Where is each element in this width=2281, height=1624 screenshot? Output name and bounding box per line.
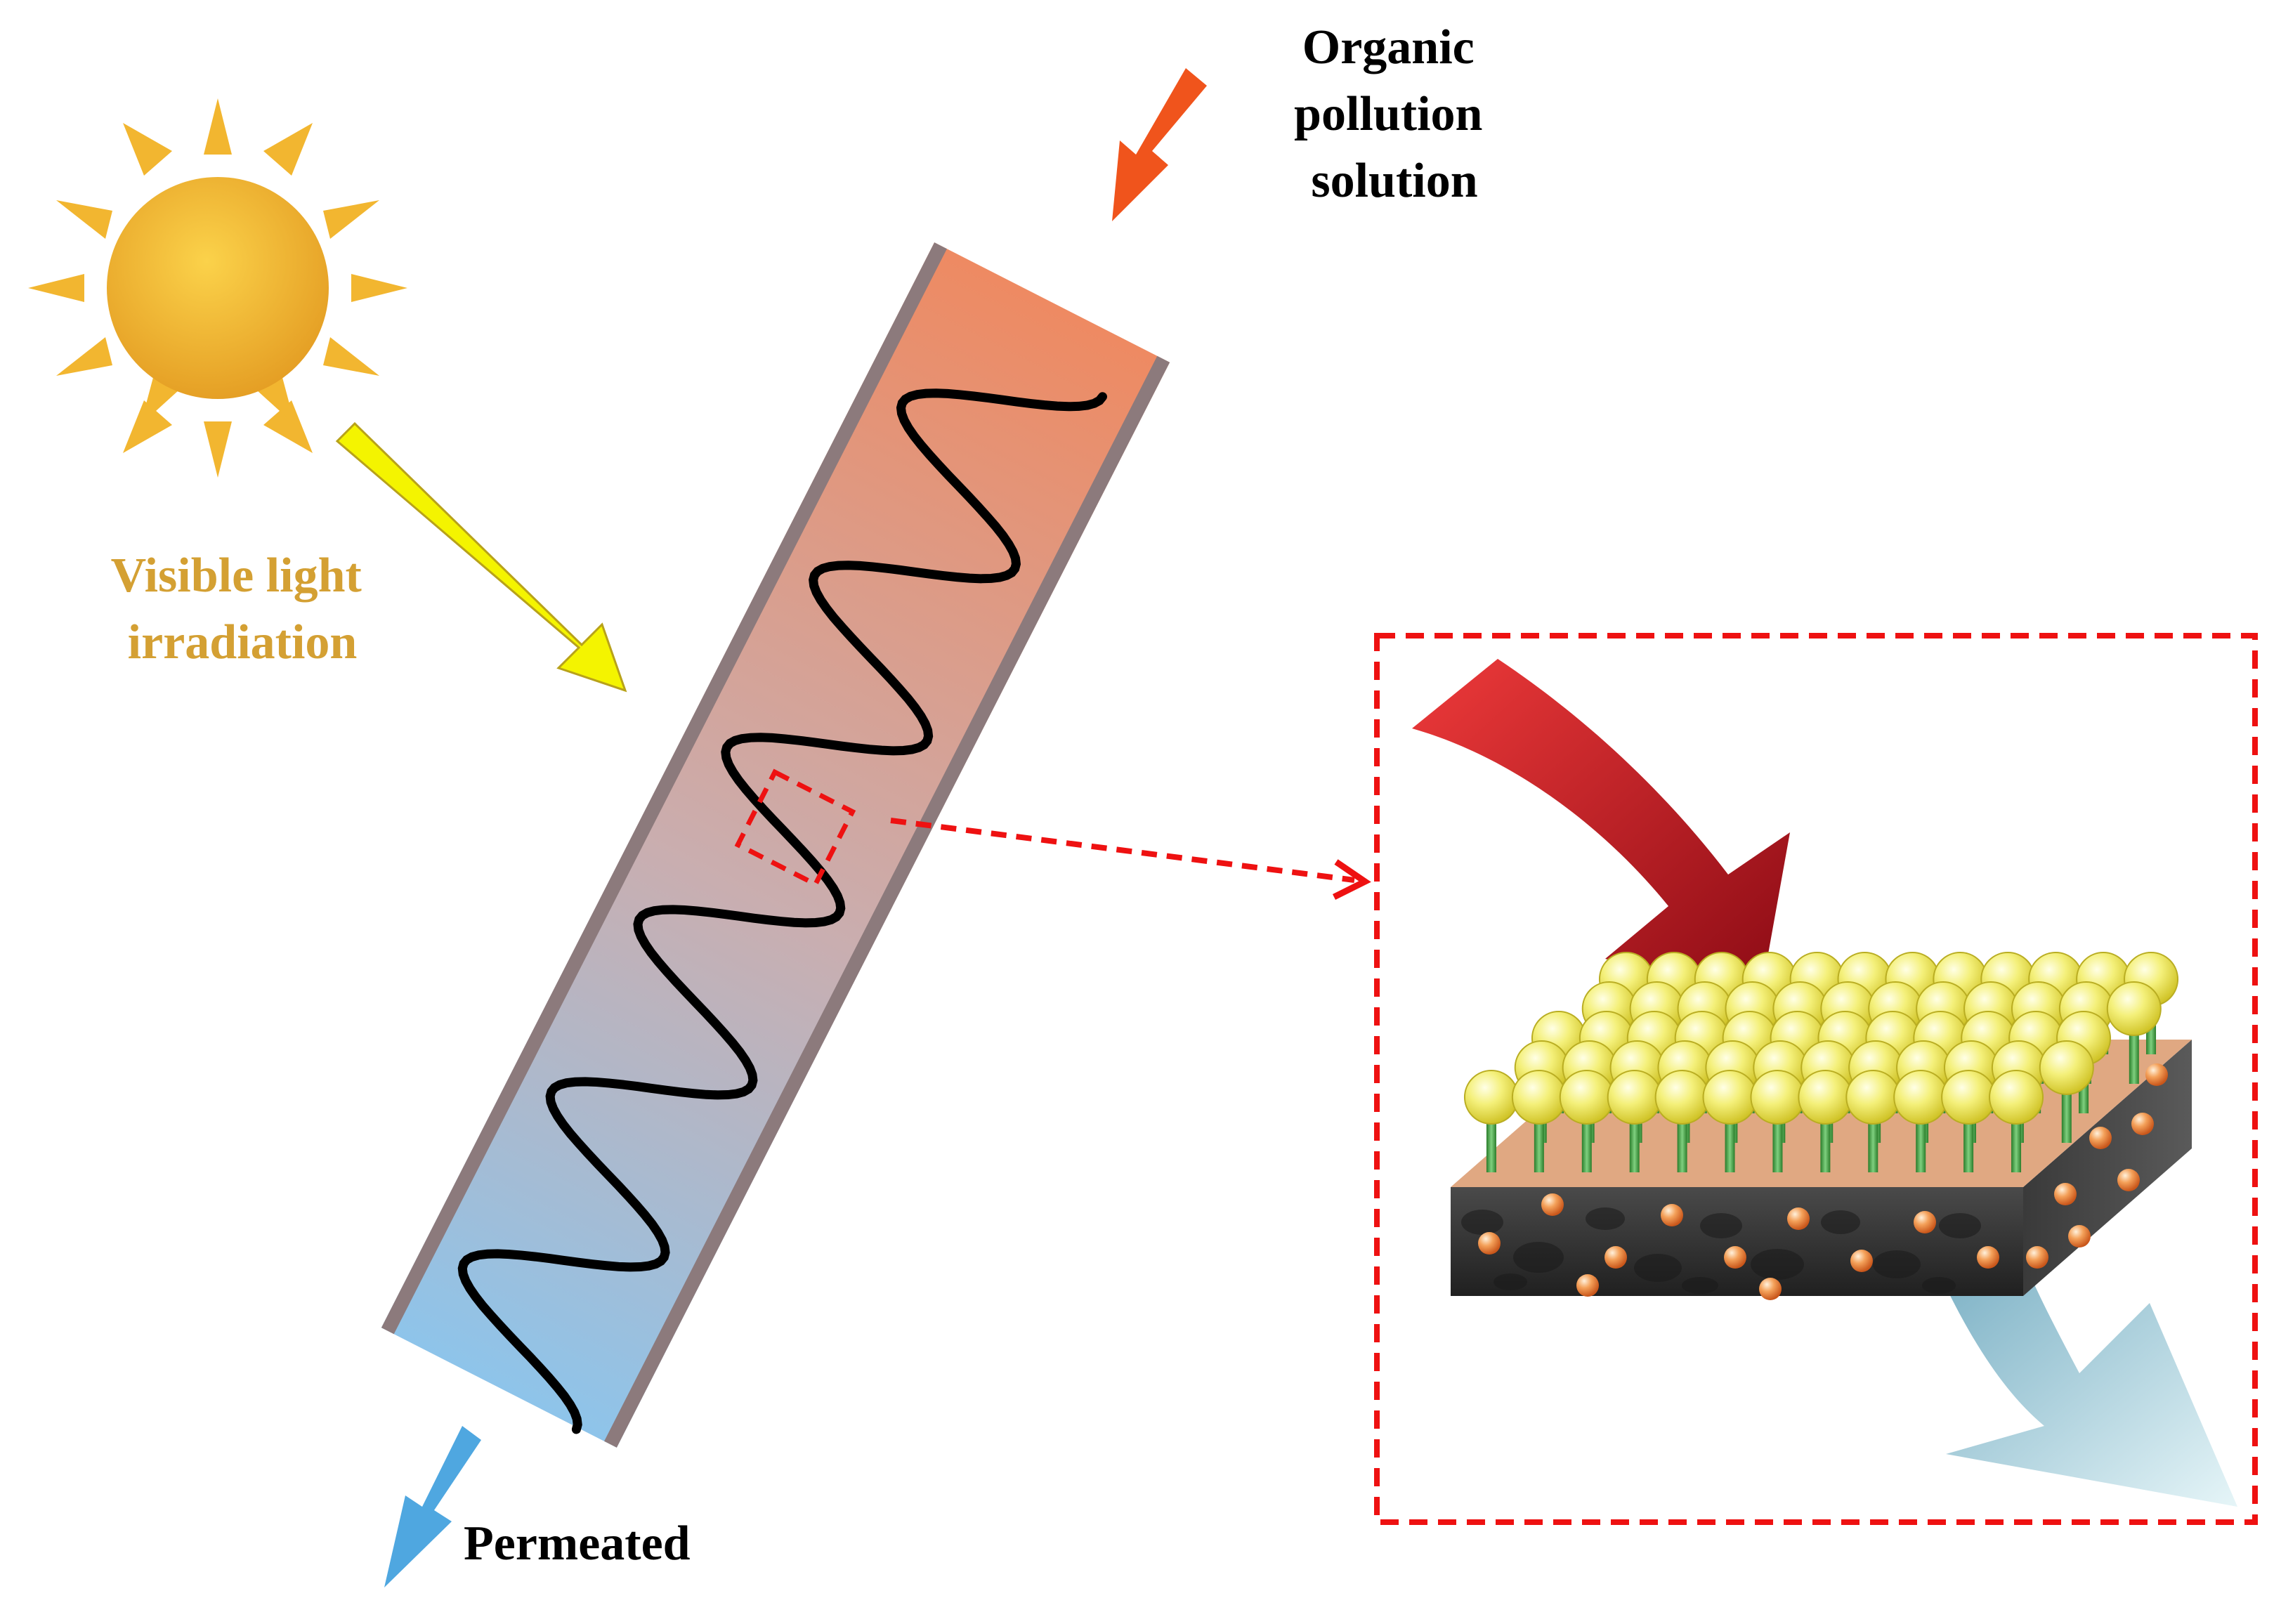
pore-particle bbox=[1661, 1204, 1683, 1226]
pore-particle bbox=[1977, 1246, 1999, 1269]
pore-particle bbox=[2054, 1183, 2077, 1205]
pore-particle bbox=[1724, 1246, 1746, 1269]
light-label-line: irradiation bbox=[128, 615, 358, 669]
nanostructure bbox=[1750, 1070, 1805, 1172]
membrane-pore bbox=[1586, 1207, 1625, 1230]
pore-particle bbox=[2145, 1063, 2168, 1086]
membrane-pore bbox=[1682, 1277, 1718, 1294]
membrane-tube bbox=[381, 242, 1170, 1448]
pore-particle bbox=[1576, 1274, 1599, 1297]
membrane-pore bbox=[1513, 1242, 1564, 1273]
nanostructure bbox=[1989, 1070, 2044, 1172]
inlet-label-line: solution bbox=[1311, 154, 1477, 208]
pore-particle bbox=[2068, 1225, 2091, 1248]
inlet-label-line: pollution bbox=[1294, 87, 1482, 141]
nanostructure bbox=[1654, 1070, 1710, 1172]
pore-particle bbox=[2117, 1169, 2140, 1191]
nanostructure bbox=[2106, 981, 2162, 1084]
membrane-pore bbox=[1751, 1249, 1804, 1280]
inlet-label: Organic pollution solution bbox=[1294, 20, 1495, 208]
membrane-pore bbox=[1634, 1254, 1682, 1282]
permeate-flow-arrow bbox=[1932, 1257, 2237, 1507]
membrane-pore bbox=[1939, 1213, 1981, 1238]
zoom-detail-box bbox=[1374, 633, 2258, 1525]
outlet-label: Permeated bbox=[464, 1517, 691, 1571]
pore-particle bbox=[2026, 1246, 2048, 1269]
pore-particle bbox=[1541, 1193, 1564, 1216]
membrane-pore bbox=[1461, 1210, 1503, 1235]
wave-membrane bbox=[457, 388, 1107, 1434]
inlet-label-line: Organic bbox=[1302, 20, 1475, 74]
light-label: Visible light irradiation bbox=[111, 549, 374, 669]
pore-particle bbox=[1850, 1250, 1873, 1272]
inlet-arrow bbox=[1112, 68, 1207, 221]
nanostructure bbox=[1702, 1070, 1758, 1172]
pore-particle bbox=[1787, 1207, 1810, 1230]
pore-particle bbox=[1604, 1246, 1627, 1269]
sun-icon bbox=[28, 98, 407, 478]
nanostructure bbox=[1463, 1070, 1519, 1172]
membrane-pore bbox=[1700, 1213, 1742, 1238]
pore-particle bbox=[1478, 1232, 1501, 1255]
nanostructure bbox=[2039, 1040, 2094, 1143]
outlet-arrow bbox=[384, 1426, 481, 1587]
nanostructure bbox=[1511, 1070, 1567, 1172]
pore-particle bbox=[2131, 1113, 2154, 1135]
zoom-leader-arrow bbox=[890, 818, 1371, 901]
pore-particle bbox=[1759, 1278, 1782, 1300]
pore-particle bbox=[1914, 1211, 1936, 1233]
nanostructure bbox=[1893, 1070, 1949, 1172]
light-label-line: Visible light bbox=[111, 549, 362, 603]
pore-particle bbox=[2089, 1127, 2112, 1149]
nanostructure bbox=[1845, 1070, 1901, 1172]
nanostructure bbox=[1798, 1070, 1853, 1172]
light-arrow bbox=[335, 421, 627, 693]
surface-nanostructures bbox=[1463, 952, 2179, 1172]
membrane-pore bbox=[1922, 1277, 1956, 1294]
membrane-pore bbox=[1873, 1250, 1921, 1278]
membrane-pore bbox=[1821, 1210, 1860, 1234]
zoom-source-box bbox=[734, 768, 856, 888]
membrane-pore bbox=[1494, 1273, 1527, 1290]
incident-flow-arrow bbox=[1412, 659, 1790, 1001]
nanostructure bbox=[1941, 1070, 1996, 1172]
nanostructure bbox=[1607, 1070, 1662, 1172]
